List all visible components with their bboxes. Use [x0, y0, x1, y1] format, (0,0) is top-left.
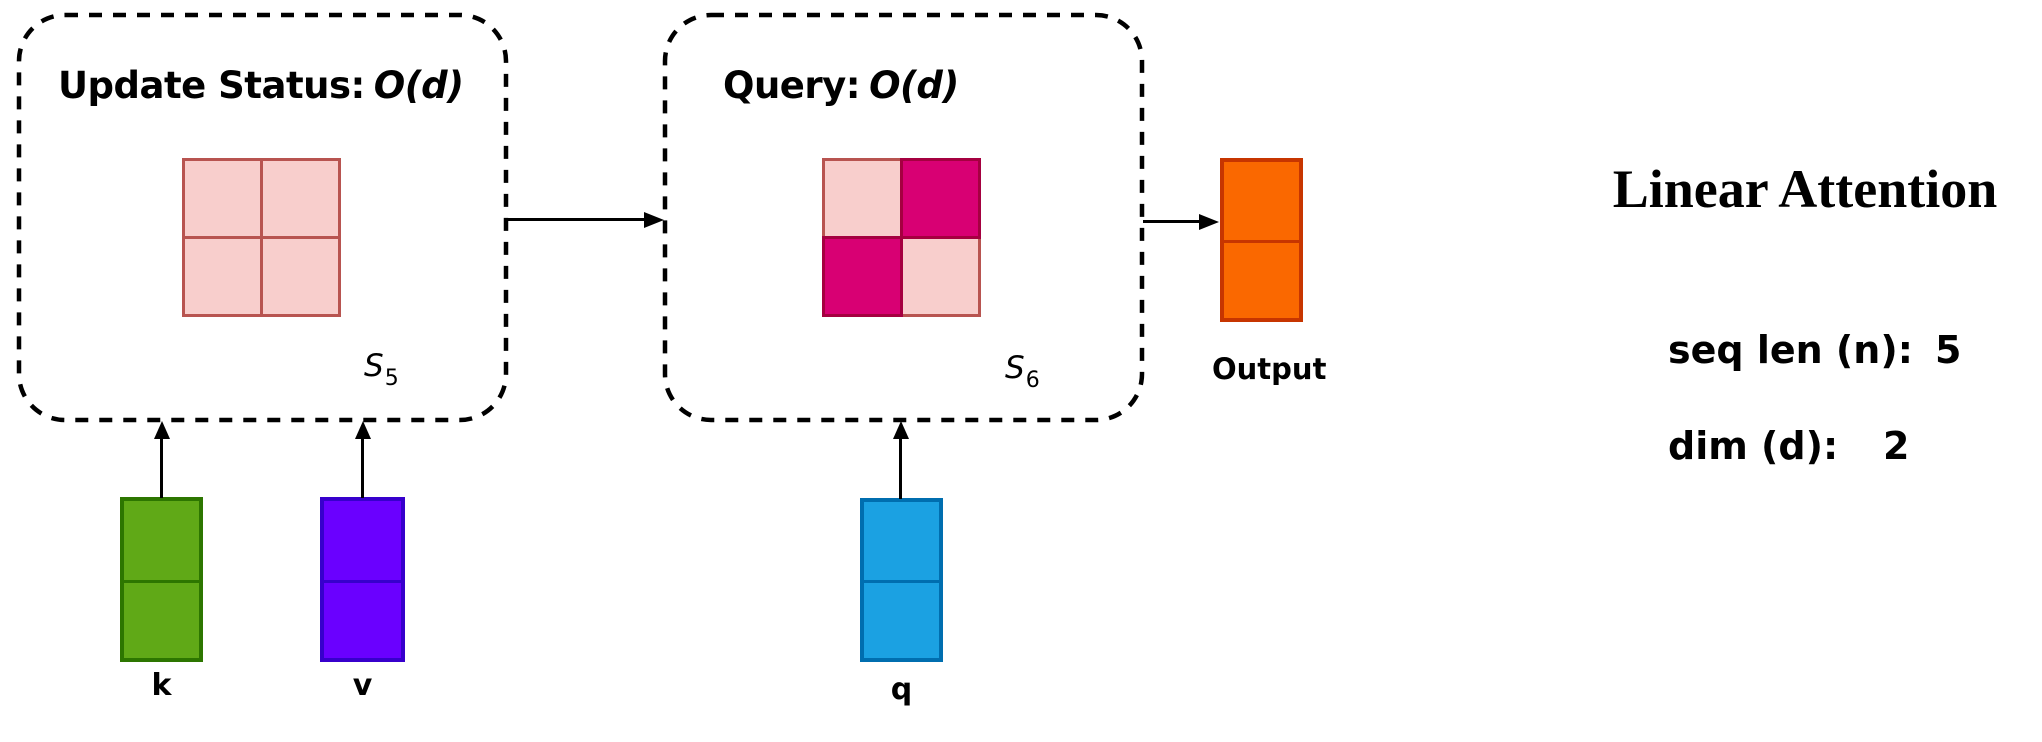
state-label-s6: S6	[1005, 350, 1040, 394]
arrowhead-up-icon	[354, 421, 371, 439]
vector-cell	[324, 579, 401, 659]
matrix-cell-light	[259, 158, 341, 239]
stat-dim: dim (d): 2	[1668, 424, 2028, 484]
state-label-s6-base: S	[1005, 350, 1025, 386]
arrow-line	[899, 438, 902, 499]
matrix-cell-active	[899, 158, 981, 239]
state-label-s5: S5	[364, 348, 399, 392]
state-matrix-s6	[822, 158, 984, 320]
q-label: q	[890, 672, 913, 707]
arrowhead-up-icon	[892, 421, 909, 439]
query-title: Query:O(d)	[723, 64, 959, 107]
arrow-line	[361, 438, 364, 498]
arrowhead-right-icon	[644, 211, 664, 228]
vector-cell	[864, 502, 939, 580]
arrowhead-up-icon	[153, 421, 170, 439]
query-complexity: O(d)	[869, 64, 959, 107]
stat-dim-value: 2	[1883, 424, 1910, 468]
stat-dim-label: dim (d):	[1668, 424, 1839, 468]
output-vector	[1220, 158, 1303, 322]
query-title-text: Query:	[723, 64, 861, 107]
stat-seq-len: seq len (n): 5	[1668, 328, 2028, 388]
matrix-cell-active	[822, 235, 903, 317]
vector-cell	[324, 501, 401, 580]
matrix-cell-light	[822, 158, 903, 239]
state-label-s6-sub: 6	[1025, 368, 1040, 394]
arrow-line	[160, 438, 163, 498]
update-status-box	[16, 12, 509, 423]
k-label: k	[151, 668, 172, 703]
vector-cell	[864, 580, 939, 658]
vector-cell	[124, 579, 199, 659]
query-box	[662, 12, 1145, 423]
update-status-complexity: O(d)	[373, 64, 464, 107]
v-label: v	[352, 668, 373, 703]
vector-cell	[1224, 162, 1299, 240]
arrowhead-right-icon	[1199, 213, 1219, 230]
stat-seq-len-value: 5	[1935, 328, 1962, 372]
update-status-title: Update Status:O(d)	[58, 64, 464, 107]
stat-seq-len-label: seq len (n):	[1668, 328, 1913, 372]
vector-cell	[124, 501, 199, 580]
matrix-cell-light	[899, 235, 981, 317]
v-vector	[320, 497, 405, 662]
update-status-title-text: Update Status:	[58, 64, 365, 107]
state-label-s5-sub: 5	[384, 366, 399, 392]
arrow-line	[507, 218, 644, 221]
k-vector	[120, 497, 203, 662]
matrix-cell-light	[182, 235, 263, 317]
output-label: Output	[1212, 352, 1327, 386]
state-matrix-s5	[182, 158, 344, 320]
state-label-s5-base: S	[364, 348, 384, 384]
matrix-cell-light	[182, 158, 263, 239]
q-vector	[860, 498, 943, 662]
matrix-cell-light	[259, 235, 341, 317]
vector-cell	[1224, 240, 1299, 318]
page-title: Linear Attention	[1612, 159, 1998, 219]
arrow-line	[1143, 220, 1199, 223]
